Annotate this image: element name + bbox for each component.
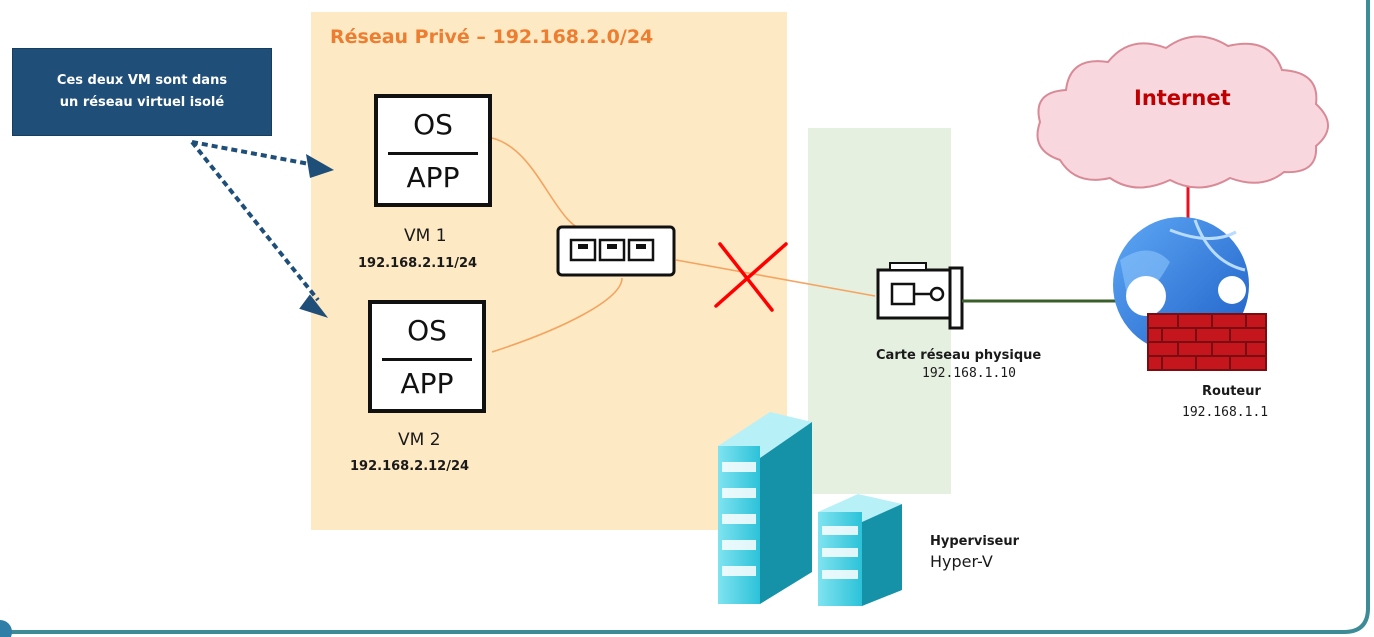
hypervisor-label: Hyperviseur [930, 534, 1020, 549]
vm1-os-label: OS [413, 108, 453, 141]
internet-label: Internet [1134, 86, 1231, 110]
vm2-ip: 192.168.2.12/24 [350, 459, 470, 474]
nic-card-icon [876, 262, 964, 330]
callout-arrows [190, 140, 321, 302]
vm2-icon: OS APP [368, 300, 486, 413]
vm1-app-label: APP [406, 161, 460, 194]
internet-cloud-icon [1036, 35, 1329, 189]
hypervisor-product: Hyper-V [930, 552, 993, 571]
frame-corner-marker [0, 620, 12, 637]
nic-ip: 192.168.1.10 [922, 366, 1016, 381]
vm1-name: VM 1 [404, 226, 447, 246]
virtual-switch-icon [556, 225, 676, 277]
link-switch-nic [675, 259, 876, 297]
firewall-icon [1147, 313, 1267, 371]
router-label: Routeur [1202, 384, 1261, 399]
isolation-callout: Ces deux VM sont dans un réseau virtuel … [12, 48, 272, 136]
link-vm2-switch [491, 277, 623, 353]
blocked-cross-icon [714, 242, 788, 312]
server-small-icon [818, 494, 902, 606]
vm2-app-label: APP [400, 367, 454, 400]
server-large-icon [718, 412, 812, 604]
private-network-zone [311, 12, 787, 530]
vm2-name: VM 2 [398, 430, 441, 450]
arrowhead-vm2 [299, 294, 329, 318]
private-network-title: Réseau Privé – 192.168.2.0/24 [330, 26, 654, 48]
callout-line-2: un réseau virtuel isolé [59, 95, 225, 110]
vm1-ip: 192.168.2.11/24 [358, 256, 478, 271]
arrowhead-vm1 [306, 154, 334, 178]
vm1-separator [388, 152, 478, 155]
vm2-separator [382, 358, 472, 361]
router-ip: 192.168.1.1 [1182, 405, 1269, 420]
vm2-os-label: OS [407, 314, 447, 347]
callout-line-1: Ces deux VM sont dans [56, 73, 228, 88]
vm1-icon: OS APP [374, 94, 492, 207]
nic-label: Carte réseau physique [876, 348, 1042, 363]
